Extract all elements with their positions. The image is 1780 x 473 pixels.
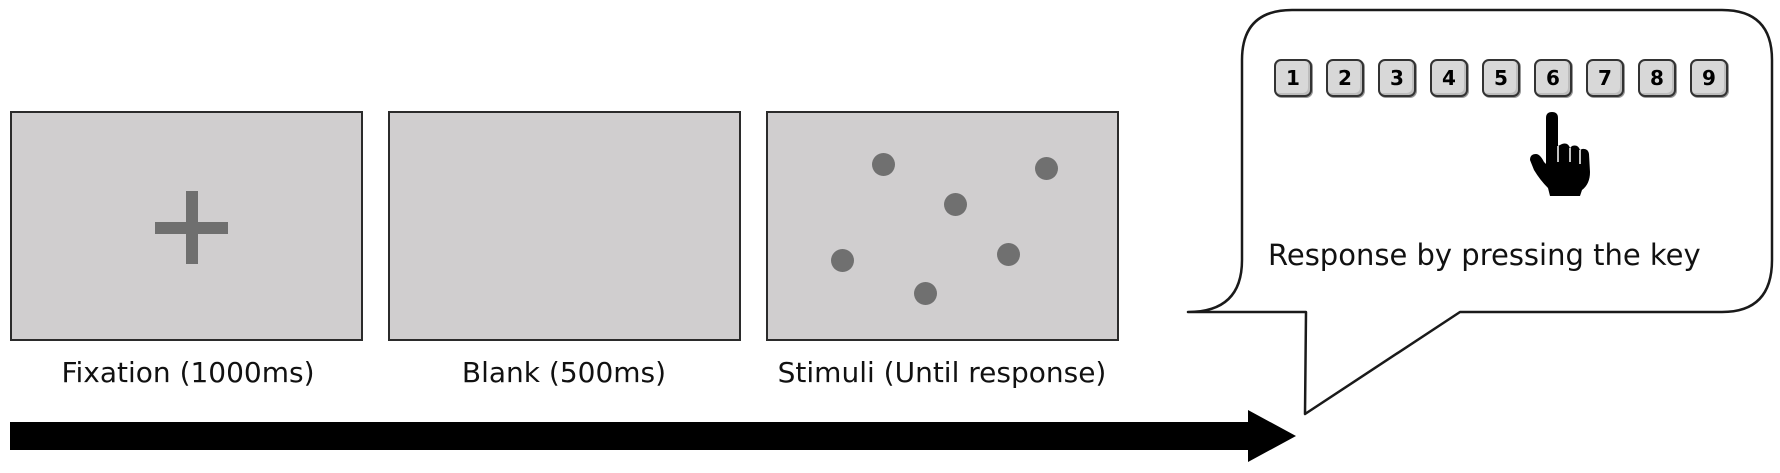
fixation-cross-bar [155,222,228,234]
key-1[interactable]: 1 [1274,59,1312,97]
blank-screen [388,111,741,341]
key-2[interactable]: 2 [1326,59,1364,97]
pointing-hand-icon [1530,112,1590,196]
key-6[interactable]: 6 [1534,59,1572,97]
number-keys: 1 2 3 4 5 6 7 8 9 [1274,59,1742,97]
stimuli-caption: Stimuli (Until response) [777,356,1107,389]
blank-caption: Blank (500ms) [461,356,667,389]
key-7[interactable]: 7 [1586,59,1624,97]
key-4[interactable]: 4 [1430,59,1468,97]
key-3[interactable]: 3 [1378,59,1416,97]
stimuli-screen [766,111,1119,341]
stimulus-dot [831,249,854,272]
stimulus-dot [997,243,1020,266]
stimulus-dot [944,193,967,216]
stimulus-dot [914,282,937,305]
stimulus-dot [1035,157,1058,180]
key-8[interactable]: 8 [1638,59,1676,97]
key-9[interactable]: 9 [1690,59,1728,97]
key-5[interactable]: 5 [1482,59,1520,97]
stimulus-dot [872,153,895,176]
response-instruction: Response by pressing the key [1268,238,1701,272]
fixation-screen [10,111,363,341]
fixation-caption: Fixation (1000ms) [61,356,315,389]
